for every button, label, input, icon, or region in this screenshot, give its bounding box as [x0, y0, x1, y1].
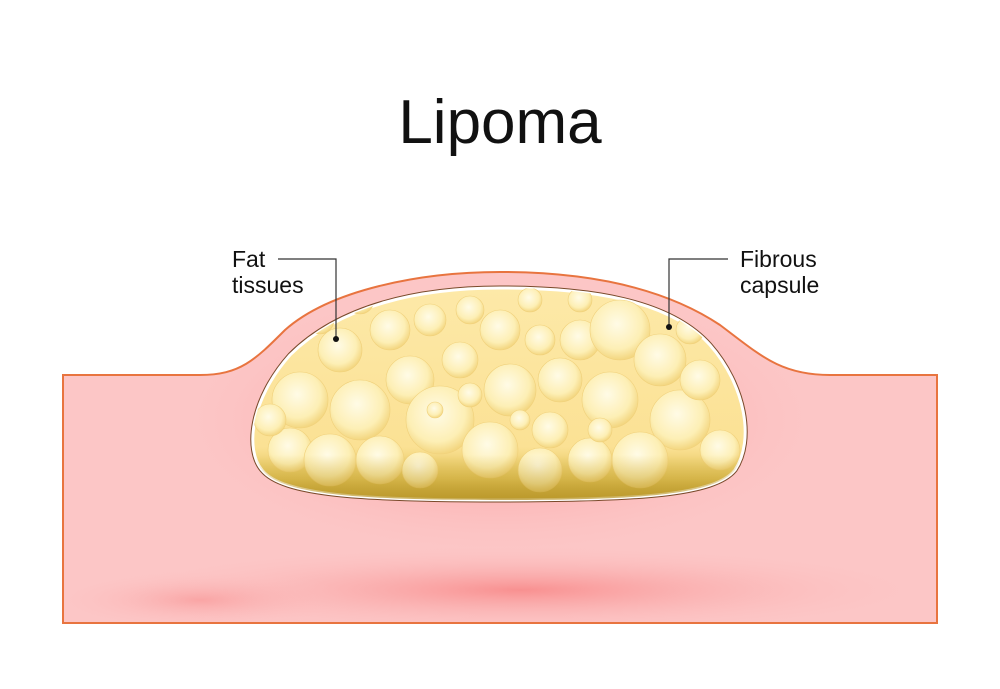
label-fat-tissues-line2: tissues [232, 272, 304, 298]
label-fibrous-capsule: Fibrous capsule [740, 246, 819, 298]
label-fat-tissues: Fat tissues [232, 246, 304, 298]
label-fibrous-capsule-line1: Fibrous [740, 246, 817, 272]
diagram-title: Lipoma [398, 88, 602, 157]
fibrous-capsule-pointer [666, 258, 728, 330]
fat-tissues-pointer [278, 258, 339, 342]
label-fibrous-capsule-line2: capsule [740, 272, 820, 298]
label-fat-tissues-line1: Fat [232, 246, 266, 272]
